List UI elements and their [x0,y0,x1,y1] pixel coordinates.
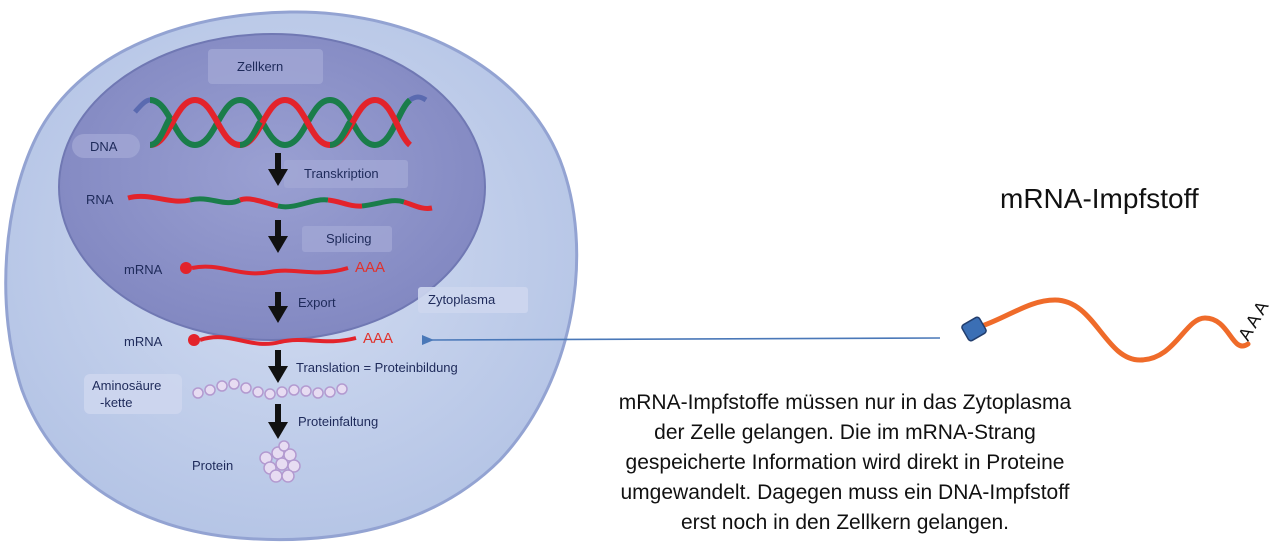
folded-protein [259,440,301,483]
description-line: mRNA-Impfstoffe müssen nur in das Zytopl… [618,391,1072,414]
vaccine-mrna-strand: AAA [961,295,1274,363]
transcription-label: Transkription [304,166,379,181]
mrna-nucleus-label: mRNA [124,262,163,277]
amino-label-line2: -kette [100,395,133,410]
description-line: der Zelle gelangen. Die im mRNA-Strang [654,421,1036,444]
dna-helix [133,94,428,149]
folding-label: Proteinfaltung [298,414,378,429]
description-line: gespeicherte Information wird direkt in … [625,451,1065,474]
amino-label-line1: Aminosäure [92,378,161,393]
amino-label-box [84,374,182,414]
cytoplasm-label-box [418,287,528,313]
mrna-strand-cytoplasm [188,334,357,346]
arrow-translation [268,350,288,383]
arrow-folding [268,404,288,439]
protein-label: Protein [192,458,233,473]
nucleus-label: Zellkern [237,59,283,74]
nucleus-label-box [208,49,323,84]
arrow-transcription [268,153,288,186]
rna-label: RNA [86,192,114,207]
mrna-cytoplasm-label: mRNA [124,334,163,349]
splicing-label-box [302,226,392,252]
mrna-strand-nucleus [180,262,349,276]
aaa-nucleus: AAA [355,259,385,276]
vaccine-description: mRNA-Impfstoffe müssen nur in das Zytopl… [545,388,1145,538]
vaccine-entry-arrow [421,335,941,346]
rna-strand [127,193,433,211]
description-line: erst noch in den Zellkern gelangen. [680,511,1010,534]
description-line: umgewandelt. Dagegen muss ein DNA-Impfst… [620,481,1070,504]
vaccine-title: mRNA-Impfstoff [1000,183,1199,214]
transcription-label-box [284,160,408,188]
vaccine-tail-label: AAA [1234,295,1274,344]
vaccine-cap [961,316,987,342]
aaa-cytoplasm: AAA [363,330,393,347]
arrow-export [268,292,288,323]
export-label: Export [298,295,336,310]
dna-label: DNA [90,139,118,154]
cytoplasm-label: Zytoplasma [428,292,496,307]
dna-label-box [72,134,140,158]
amino-acid-chain [192,378,348,400]
translation-label: Translation = Proteinbildung [296,360,458,375]
splicing-label: Splicing [326,231,372,246]
arrow-splicing [268,220,288,253]
